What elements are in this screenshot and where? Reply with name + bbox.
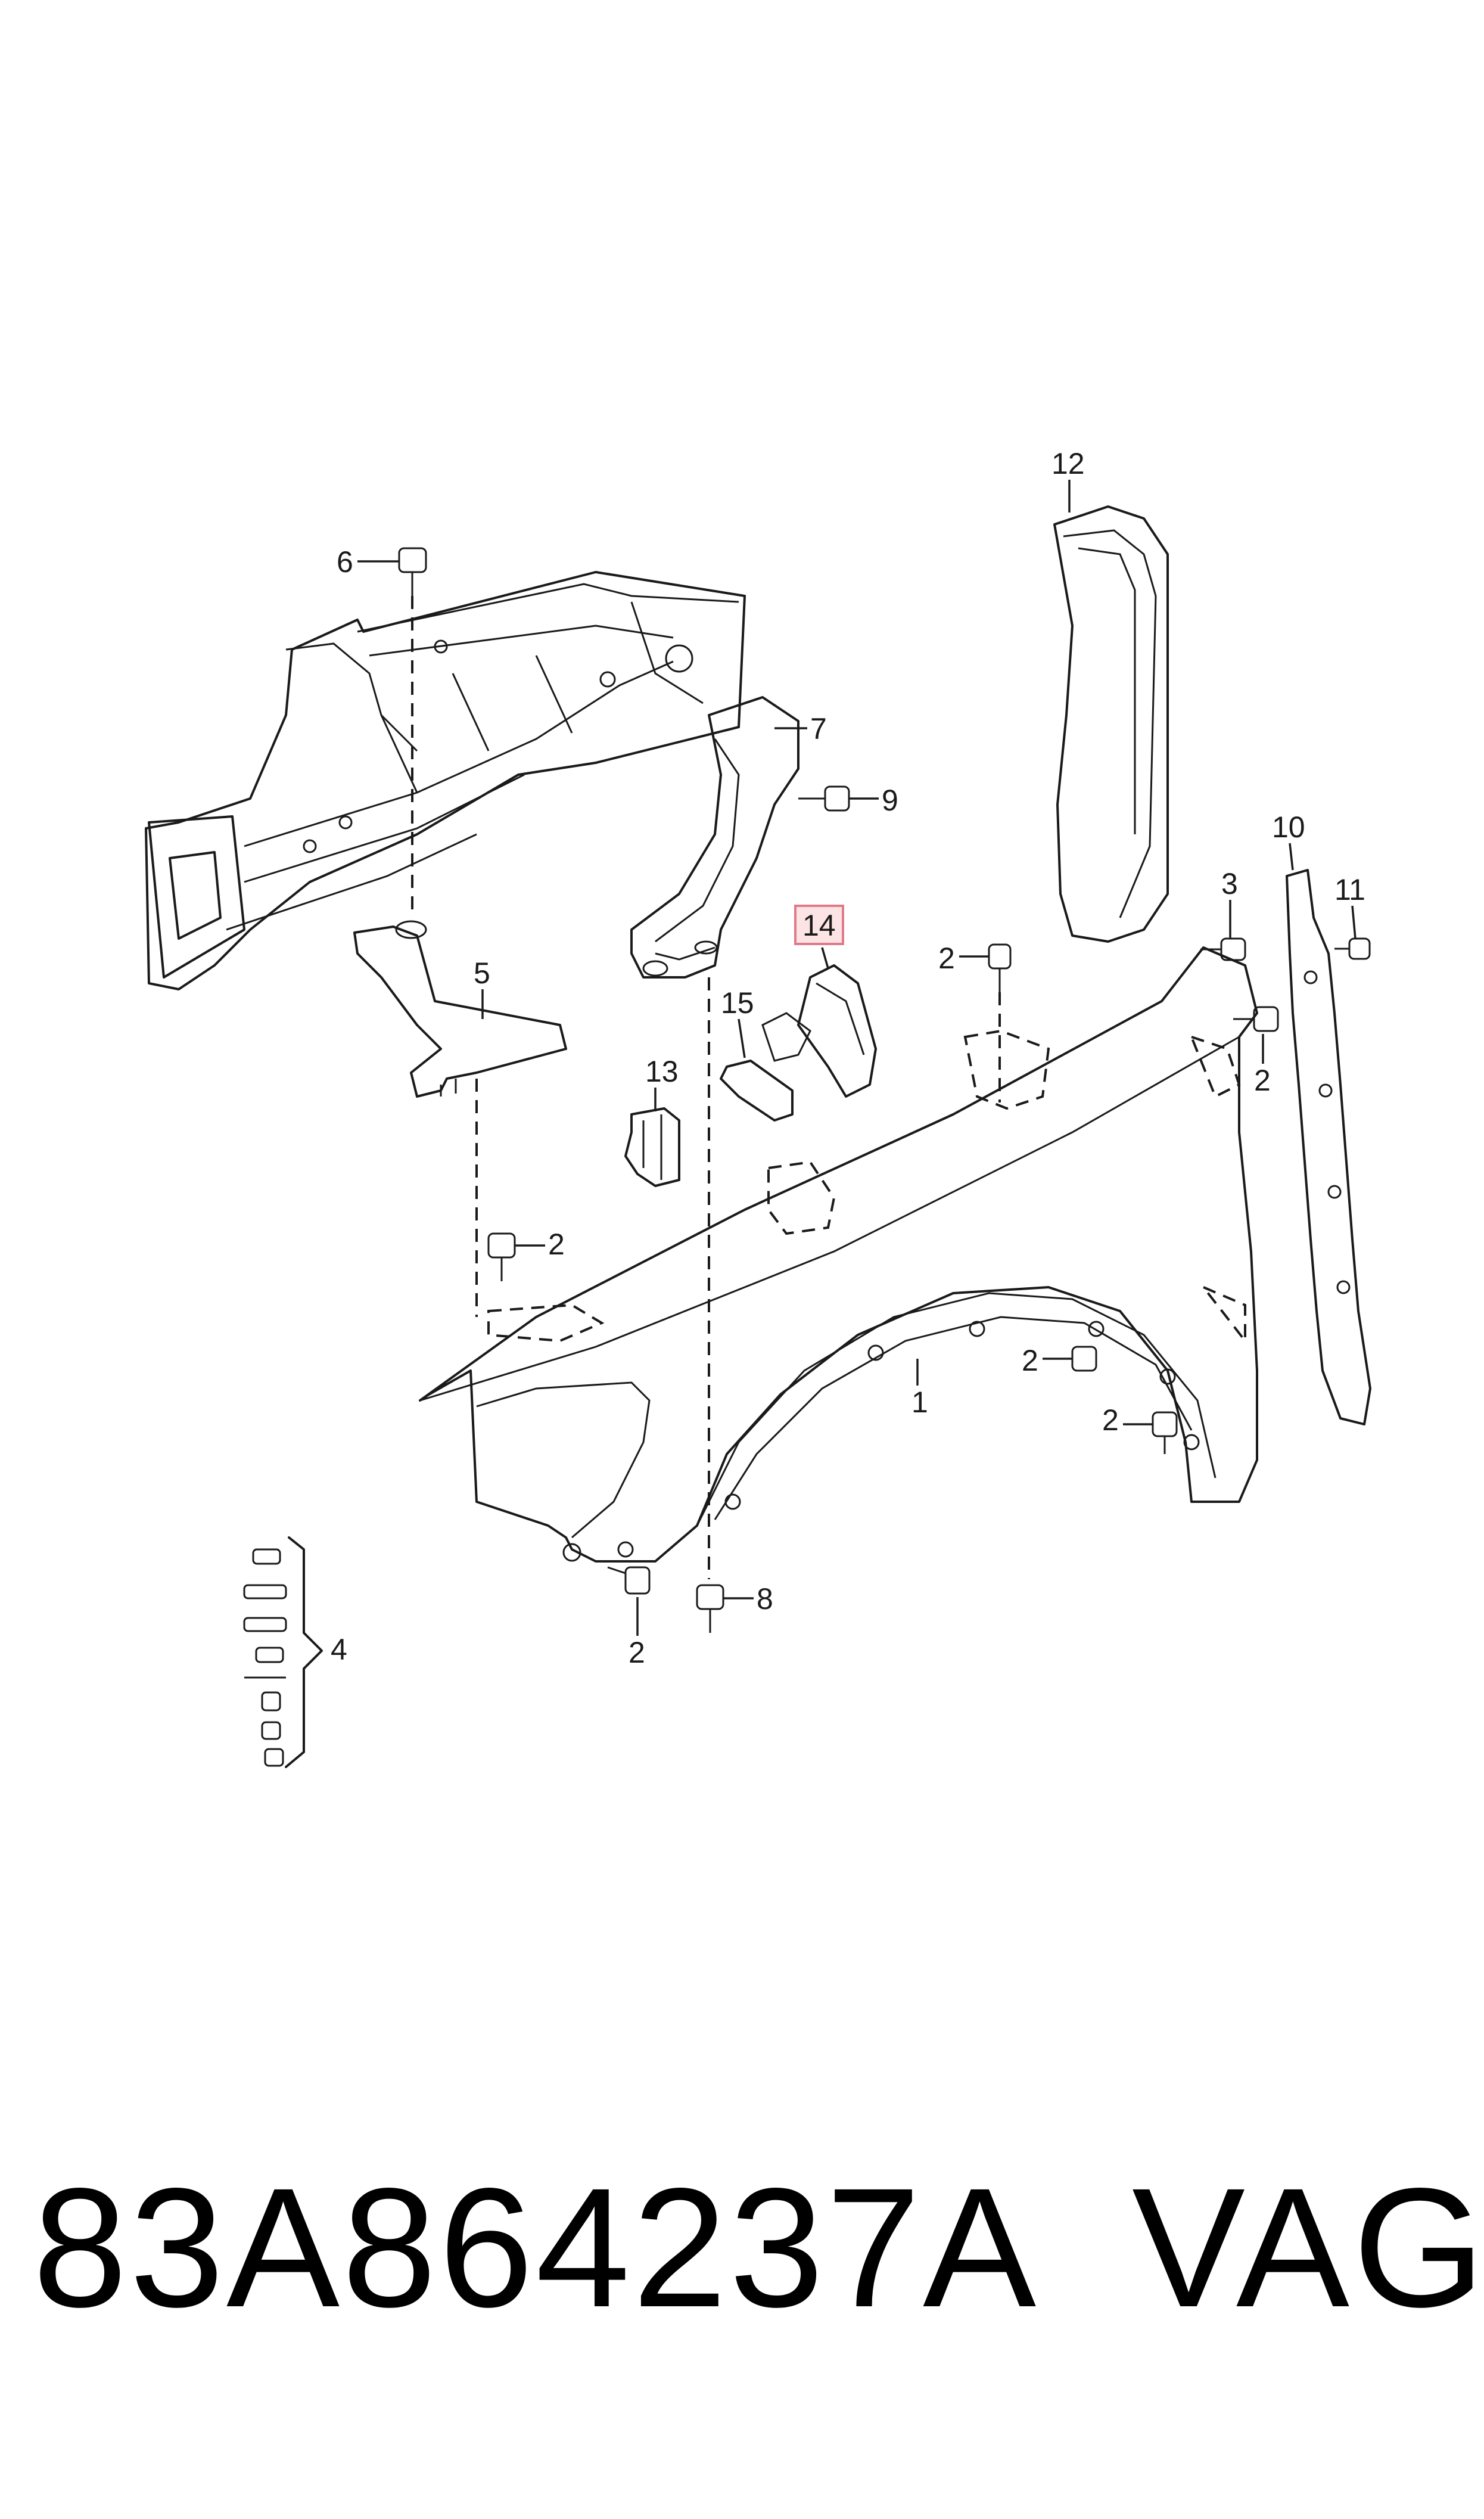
callout-7: 7 — [810, 712, 827, 746]
fastener-group-4 — [243, 1536, 323, 1768]
bumper-15 — [720, 1060, 794, 1122]
screw-11 — [1334, 937, 1371, 960]
screw-2-right — [1233, 1006, 1279, 1032]
screw-9 — [798, 785, 850, 812]
screw-6 — [398, 547, 427, 596]
cover-12 — [1053, 505, 1169, 943]
bracket-5 — [353, 920, 567, 1098]
screw-2-top — [988, 943, 1012, 992]
part-number: 83A864237A — [33, 2153, 1039, 2343]
callout-4: 4 — [331, 1633, 347, 1666]
callout-1: 1 — [911, 1386, 928, 1419]
clip-13 — [624, 1107, 680, 1187]
callout-6: 6 — [337, 545, 353, 579]
screw-3 — [1200, 937, 1246, 961]
callout-2: 2 — [1254, 1064, 1271, 1097]
callout-10: 10 — [1272, 810, 1305, 844]
front-frame-structure — [145, 571, 746, 990]
callout-8: 8 — [757, 1582, 773, 1616]
screws — [398, 547, 1371, 1633]
assembly-lines — [411, 596, 1001, 1579]
seal-strip-10 — [1286, 869, 1371, 1425]
bracket-7 — [630, 696, 799, 979]
callout-14-highlight — [794, 905, 844, 945]
callout-2: 2 — [548, 1228, 565, 1261]
brand-name: VAG — [1132, 2153, 1484, 2343]
callout-13: 13 — [645, 1055, 679, 1088]
callout-11: 11 — [1334, 873, 1365, 906]
callout-2: 2 — [1102, 1403, 1119, 1437]
stud-8 — [696, 1584, 724, 1633]
callout-labels: 1 2 2 2 2 2 2 3 4 5 6 7 8 9 10 11 12 13 — [331, 447, 1365, 1669]
callout-12: 12 — [1051, 447, 1085, 480]
callout-15: 15 — [721, 986, 754, 1020]
callout-2: 2 — [938, 942, 955, 975]
callout-9: 9 — [882, 784, 898, 817]
bracket-14 — [761, 964, 877, 1098]
callout-14: 14 — [802, 909, 836, 942]
screw-2-lower — [1152, 1411, 1178, 1454]
screw-2-bottom — [607, 1566, 651, 1595]
screw-2-left — [487, 1232, 516, 1281]
callout-2: 2 — [1022, 1344, 1038, 1377]
callout-5: 5 — [474, 956, 490, 990]
callout-2: 2 — [629, 1636, 645, 1669]
callout-3: 3 — [1221, 867, 1238, 900]
fender-1 — [419, 946, 1258, 1563]
